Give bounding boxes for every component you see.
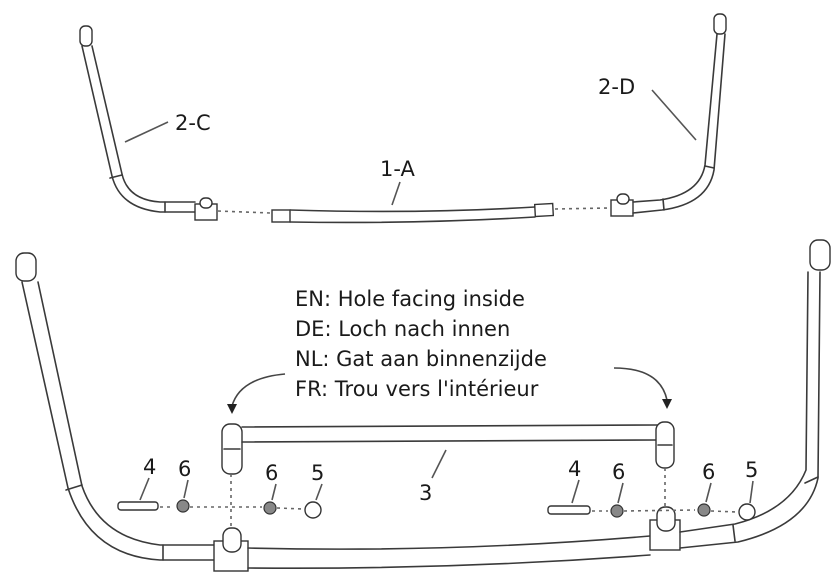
part-3-crossbar [221,421,675,475]
label-6-right-outer: 6 [612,460,625,484]
note-de: DE: Loch nach innen [295,317,510,341]
cap-nut-icon [304,501,322,519]
right-upright-cap [809,239,831,271]
label-2d: 2-D [598,75,635,99]
label-6-left-inner: 6 [265,461,278,485]
left-upright-cap [15,252,37,282]
part-2d-right-upright [610,13,727,217]
leader-2c [124,121,169,143]
label-6-left-outer: 6 [178,457,191,481]
arrowhead-icon [662,399,672,409]
label-1a: 1-A [380,157,415,181]
left-hardware [117,499,322,519]
arrow-right [613,367,668,401]
cap-nut-icon [738,503,756,521]
label-4-right: 4 [568,457,581,481]
leader-1a [391,181,401,206]
leader-2d [651,89,697,141]
note-en: EN: Hole facing inside [295,287,525,311]
washer-icon [610,504,624,518]
arrow-left [231,373,286,407]
top-assembly: 2-C 2-D 1-A [79,13,727,224]
dash-guide [217,210,271,214]
washer-icon [697,503,711,517]
label-4-left: 4 [143,455,156,479]
note-nl: NL: Gat aan binnenzijde [295,347,547,371]
label-2c: 2-C [175,111,211,135]
label-5-right: 5 [745,458,758,482]
washer-icon [176,499,190,513]
screw-icon [547,505,591,515]
bottom-assembly: 4 6 6 5 4 6 6 5 3 EN: Hole facing inside… [15,239,831,572]
screw-icon [117,501,159,511]
right-hardware [547,503,756,521]
part-2c-left-upright [79,25,218,221]
arrowhead-icon [227,404,237,414]
label-6-right-inner: 6 [702,460,715,484]
note-fr: FR: Trou vers l'intérieur [295,377,539,401]
washer-icon [263,501,277,515]
part-1a-center-bar [271,202,555,224]
label-3-crossbar: 3 [419,481,432,505]
orientation-note: EN: Hole facing inside DE: Loch nach inn… [295,287,547,401]
dash-guide [554,207,609,210]
label-5-left: 5 [311,461,324,485]
